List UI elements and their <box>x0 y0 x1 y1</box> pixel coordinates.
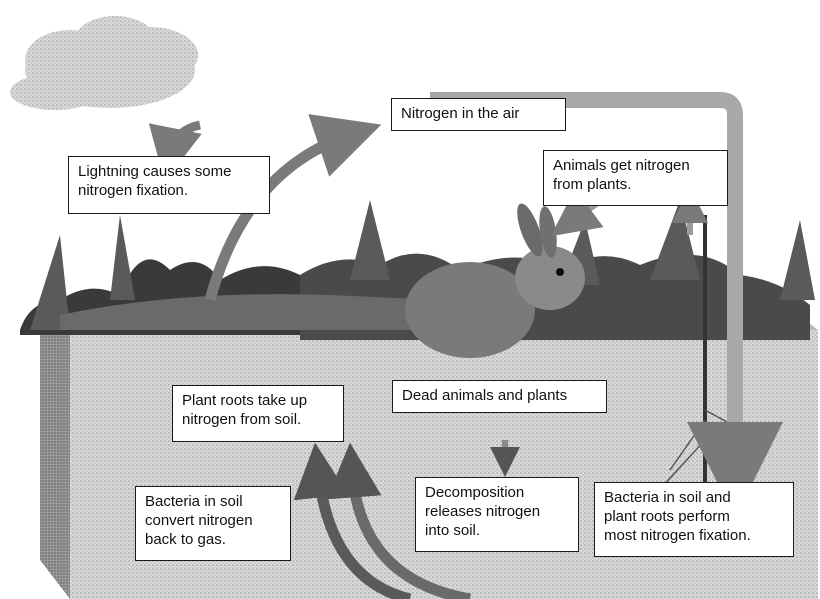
cloud-to-lightning-arrow <box>170 125 200 155</box>
label-lightning: Lightning causes some nitrogen fixation. <box>68 156 270 214</box>
label-line: Bacteria in soil <box>145 492 281 511</box>
label-line: Bacteria in soil and <box>604 488 784 507</box>
label-animals: Animals get nitrogen from plants. <box>543 150 728 206</box>
label-line: Plant roots take up <box>182 391 334 410</box>
label-line: back to gas. <box>145 530 281 549</box>
label-line: Animals get nitrogen <box>553 156 718 175</box>
label-bacteria-to-gas: Bacteria in soil convert nitrogen back t… <box>135 486 291 561</box>
label-line: Nitrogen in the air <box>401 104 556 123</box>
label-line: into soil. <box>425 521 569 540</box>
label-nitrogen-in-air: Nitrogen in the air <box>391 98 566 131</box>
label-line: from plants. <box>553 175 718 194</box>
label-line: Lightning causes some <box>78 162 260 181</box>
label-bacteria-fixation: Bacteria in soil and plant roots perform… <box>594 482 794 557</box>
cloud <box>10 16 198 110</box>
label-line: plant roots perform <box>604 507 784 526</box>
label-decomposition: Decomposition releases nitrogen into soi… <box>415 477 579 552</box>
label-line: most nitrogen fixation. <box>604 526 784 545</box>
label-line: convert nitrogen <box>145 511 281 530</box>
label-line: Dead animals and plants <box>402 386 597 405</box>
label-dead-animals-plants: Dead animals and plants <box>392 380 607 413</box>
label-line: releases nitrogen <box>425 502 569 521</box>
label-line: nitrogen from soil. <box>182 410 334 429</box>
label-line: Decomposition <box>425 483 569 502</box>
label-line: nitrogen fixation. <box>78 181 260 200</box>
label-plant-roots: Plant roots take up nitrogen from soil. <box>172 385 344 442</box>
